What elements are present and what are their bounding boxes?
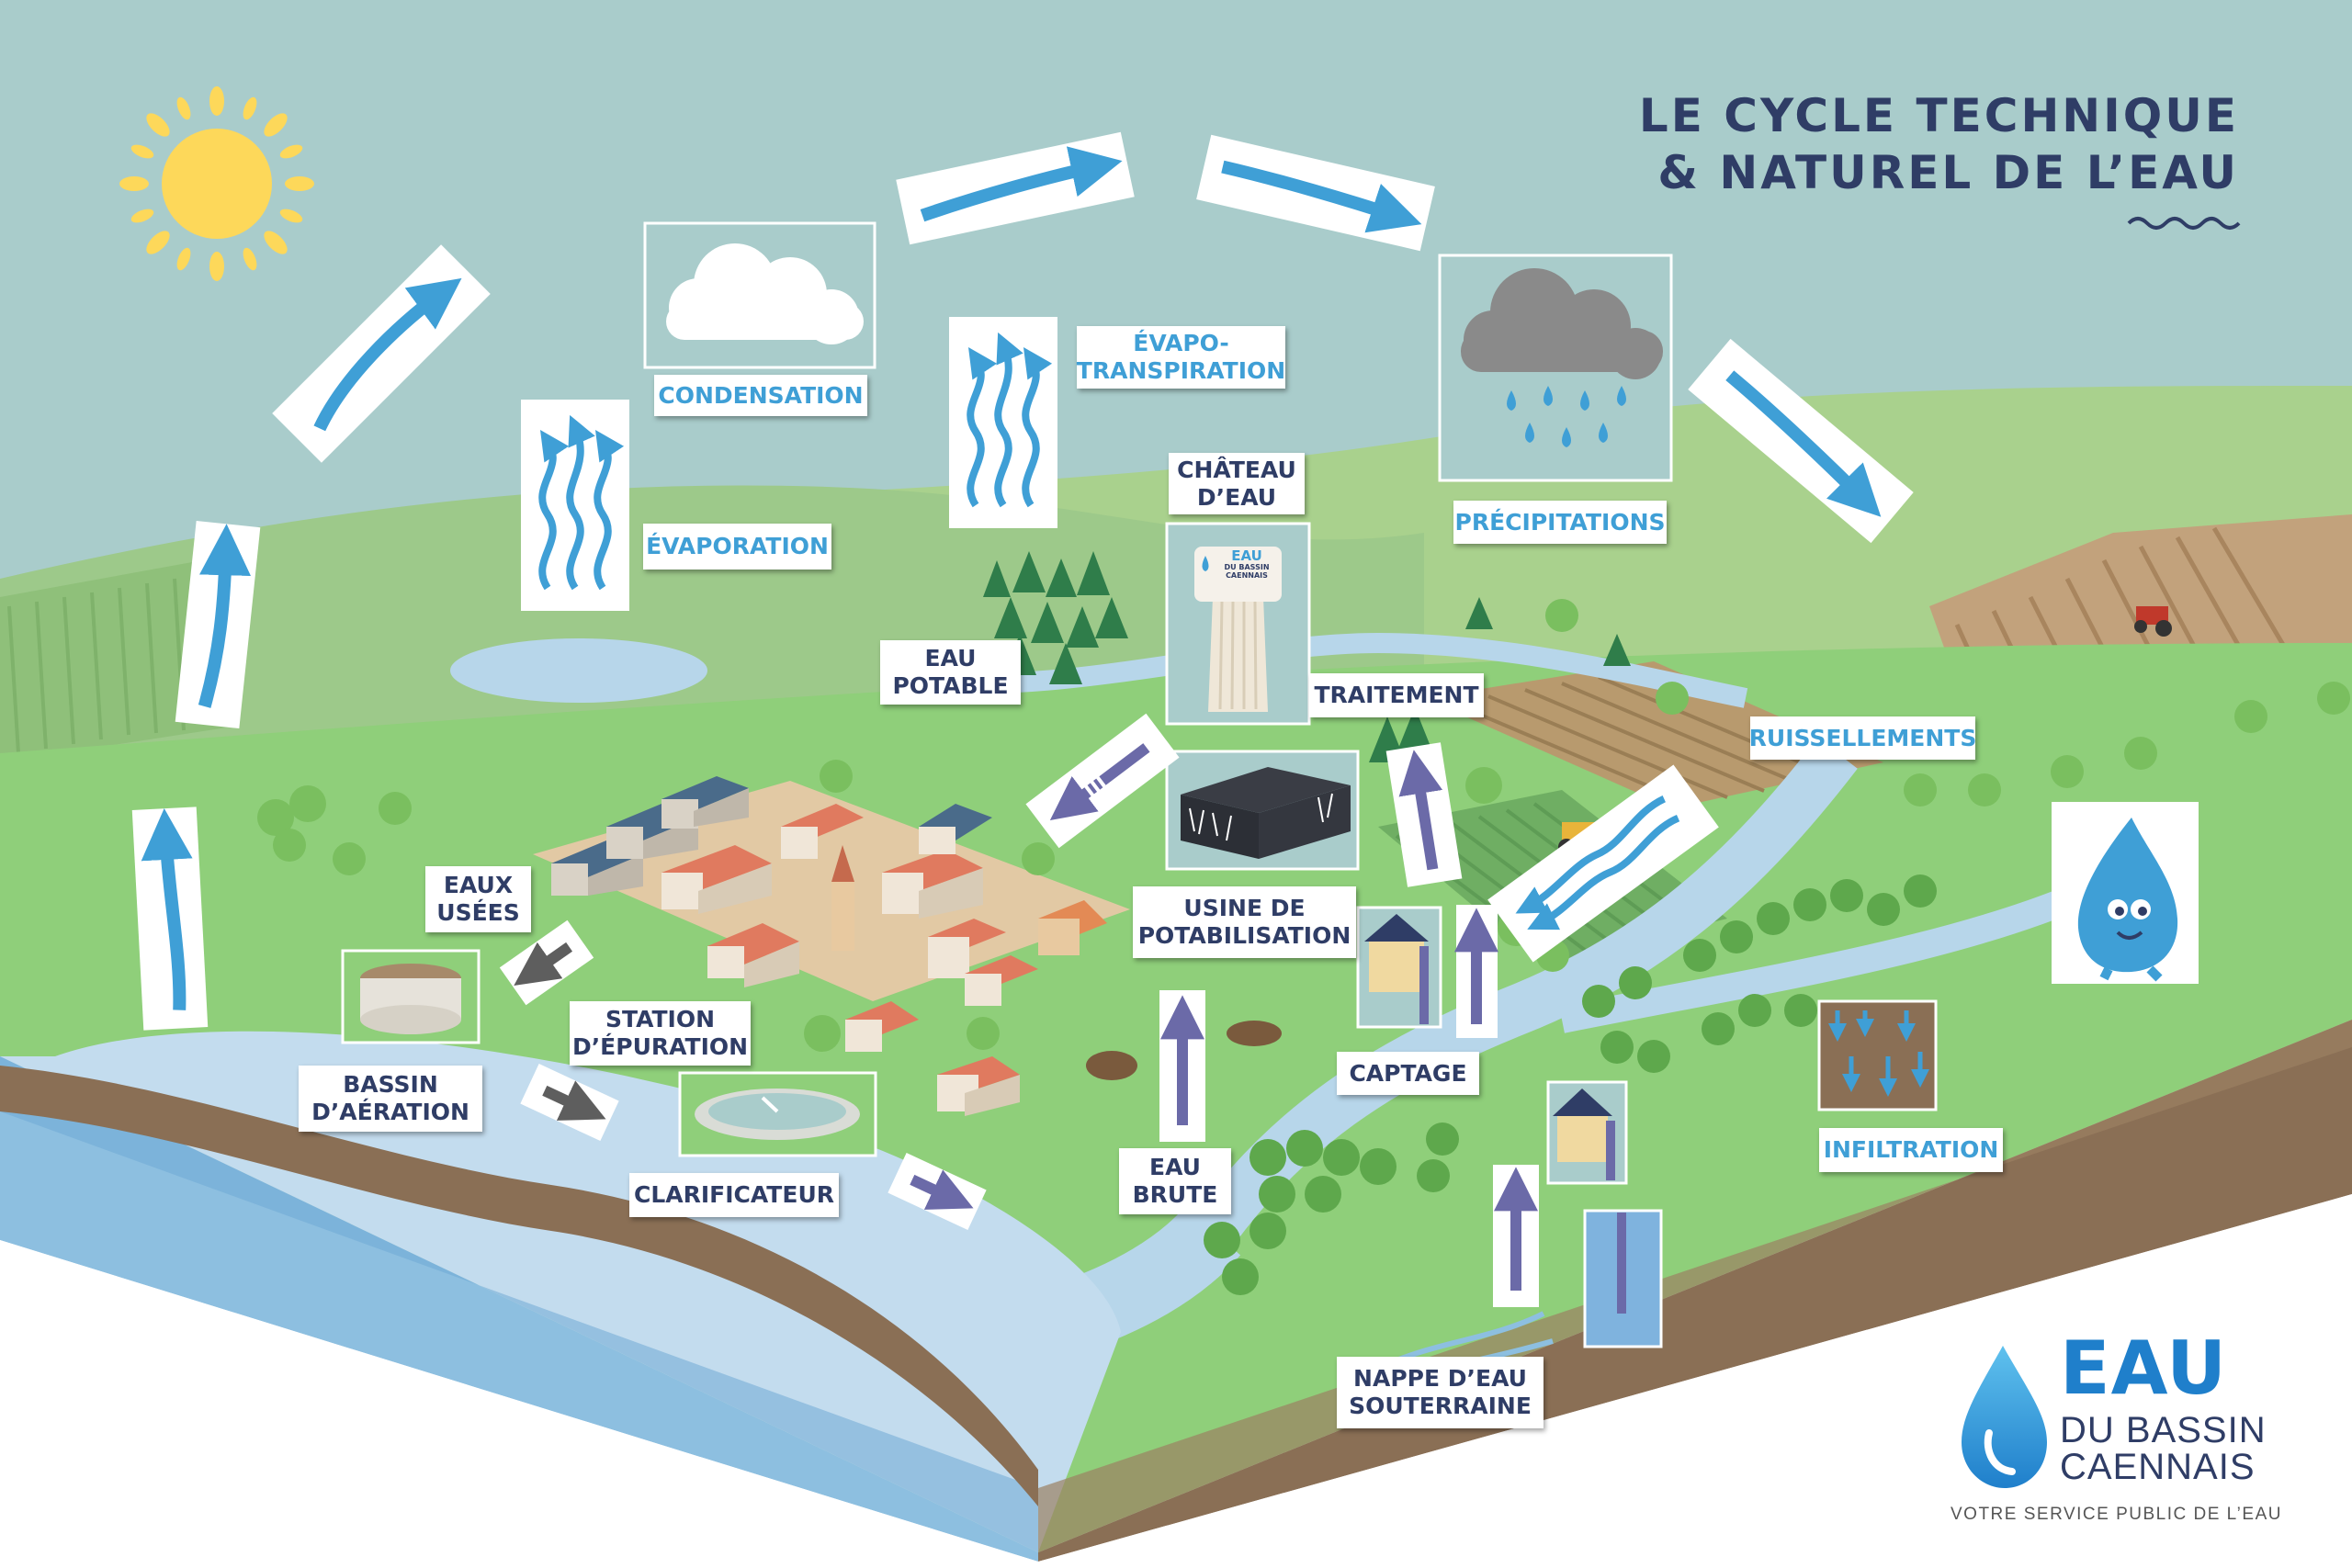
- tower-logo-line-1: DU BASSIN: [1224, 563, 1270, 571]
- arrow-card-top-1: [896, 131, 1135, 245]
- arrow-card-rise-bottom: [131, 807, 209, 1031]
- label-bassin-aeration: BASSIN D’AÉRATION: [299, 1066, 482, 1132]
- arrow-card-captage: [1454, 905, 1498, 1038]
- brand-line-1: DU BASSIN: [2060, 1410, 2267, 1450]
- label-precipitations-text: PRÉCIPITATIONS: [1454, 508, 1666, 536]
- label-chateau-deau: CHÂTEAU D’EAU: [1169, 453, 1305, 514]
- aeration-basin-card: [341, 949, 481, 1044]
- title-line-1: LE CYCLE TECHNIQUE: [1638, 89, 2239, 142]
- label-station-epuration: STATION D’ÉPURATION: [570, 1001, 751, 1066]
- label-usine-line-1: USINE DE: [1183, 895, 1306, 921]
- arrow-card-ruissellement: [1487, 764, 1719, 963]
- cloud-icon: [643, 221, 876, 369]
- label-chateau-line-2: D’EAU: [1196, 483, 1277, 511]
- label-station-line-1: STATION: [605, 1006, 716, 1032]
- evapotranspiration-card: [949, 317, 1057, 528]
- label-eau-brute: EAU BRUTE: [1119, 1148, 1231, 1214]
- clarifier-card: [678, 1071, 877, 1157]
- label-evapotranspiration-line-1: ÉVAPO-: [1133, 330, 1229, 356]
- label-eaux-usees: EAUX USÉES: [425, 866, 531, 932]
- label-infiltration-text: INFILTRATION: [1823, 1136, 1999, 1163]
- arrow-card-diag-up: [272, 244, 491, 463]
- arrow-card-clarificateur: [888, 1152, 987, 1231]
- infiltration-card: [1817, 999, 1938, 1111]
- label-nappe-line-2: SOUTERRAINE: [1349, 1393, 1532, 1419]
- evaporation-card: [521, 400, 629, 611]
- title-line-2: & NATUREL DE L’EAU: [1657, 146, 2239, 199]
- label-evapotranspiration-line-2: TRANSPIRATION: [1076, 357, 1286, 384]
- water-tower-card: [1165, 522, 1311, 726]
- tower-logo-word: EAU: [1231, 547, 1262, 564]
- arrow-card-nappe: [1493, 1165, 1539, 1307]
- label-nappe-line-1: NAPPE D’EAU: [1353, 1365, 1527, 1392]
- label-usine-line-2: POTABILISATION: [1137, 922, 1351, 949]
- label-evaporation-text: ÉVAPORATION: [646, 533, 829, 559]
- arrow-card-rise-top: [175, 520, 261, 729]
- label-eau-potable: EAU POTABLE: [880, 640, 1021, 705]
- arrow-card-diag-down: [1688, 338, 1914, 544]
- label-nappe-souterraine: NAPPE D’EAU SOUTERRAINE: [1337, 1357, 1544, 1428]
- arrow-card-top-2: [1196, 134, 1435, 252]
- water-drop-logo-icon: [1962, 1346, 2047, 1488]
- label-eau-potable-line-1: EAU: [924, 645, 977, 671]
- label-eau-brute-line-2: BRUTE: [1132, 1181, 1218, 1208]
- borehole-card: [1583, 1209, 1663, 1348]
- title-wave-icon: [2127, 217, 2241, 230]
- arrow-card-traitement: [1385, 742, 1463, 887]
- label-traitement: TRAITEMENT: [1309, 673, 1484, 717]
- page-title: LE CYCLE TECHNIQUE & NATUREL DE L’EAU: [1639, 87, 2239, 201]
- label-eaux-usees-line-2: USÉES: [436, 899, 520, 926]
- label-infiltration: INFILTRATION: [1819, 1128, 2003, 1172]
- label-captage-text: CAPTAGE: [1349, 1059, 1467, 1087]
- label-station-line-2: D’ÉPURATION: [571, 1033, 749, 1060]
- sun-icon: [119, 86, 314, 281]
- tower-logo-line-2: CAENNAIS: [1226, 571, 1268, 580]
- label-eau-brute-line-1: EAU: [1149, 1154, 1201, 1180]
- arrow-card-eau-brute: [1159, 990, 1205, 1142]
- arrow-card-aeration: [520, 1063, 619, 1142]
- label-usine-potabilisation: USINE DE POTABILISATION: [1133, 886, 1356, 958]
- arrow-card-eaux-usees: [499, 919, 594, 1006]
- label-eau-potable-line-2: POTABLE: [892, 672, 1009, 699]
- label-evaporation: ÉVAPORATION: [643, 524, 831, 570]
- label-condensation: CONDENSATION: [654, 375, 867, 416]
- brand-word: EAU: [2060, 1325, 2228, 1411]
- label-bassin-line-1: BASSIN: [343, 1071, 438, 1098]
- label-chateau-line-1: CHÂTEAU: [1177, 456, 1296, 483]
- label-eaux-usees-line-1: EAUX: [443, 872, 514, 898]
- groundwater-well-card: [1546, 1080, 1628, 1185]
- label-clarificateur-text: CLARIFICATEUR: [634, 1181, 834, 1208]
- captage-well-card: [1356, 906, 1442, 1029]
- brand-tagline: VOTRE SERVICE PUBLIC DE L’EAU: [1951, 1505, 2282, 1524]
- potabilisation-plant-card: [1165, 750, 1360, 871]
- label-condensation-text: CONDENSATION: [658, 381, 864, 409]
- label-captage: CAPTAGE: [1337, 1052, 1479, 1095]
- water-drop-mascot-icon: [2052, 802, 2199, 984]
- rain-cloud-icon: [1438, 254, 1673, 482]
- brand-line-2: CAENNAIS: [2060, 1447, 2256, 1487]
- label-bassin-line-2: D’AÉRATION: [311, 1099, 469, 1125]
- label-clarificateur: CLARIFICATEUR: [629, 1173, 839, 1217]
- label-ruissellements-text: RUISSELLEMENTS: [1748, 724, 1977, 751]
- label-traitement-text: TRAITEMENT: [1314, 682, 1479, 708]
- arrow-card-eau-potable: [1025, 713, 1180, 849]
- tower-logo: EAU DU BASSIN CAENNAIS: [1215, 548, 1279, 580]
- label-precipitations: PRÉCIPITATIONS: [1453, 501, 1667, 544]
- brand-logo: EAU DU BASSIN CAENNAIS VOTRE SERVICE PUB…: [1951, 1327, 2313, 1525]
- label-ruissellements: RUISSELLEMENTS: [1748, 716, 1977, 760]
- label-evapotranspiration: ÉVAPO- TRANSPIRATION: [1077, 326, 1285, 389]
